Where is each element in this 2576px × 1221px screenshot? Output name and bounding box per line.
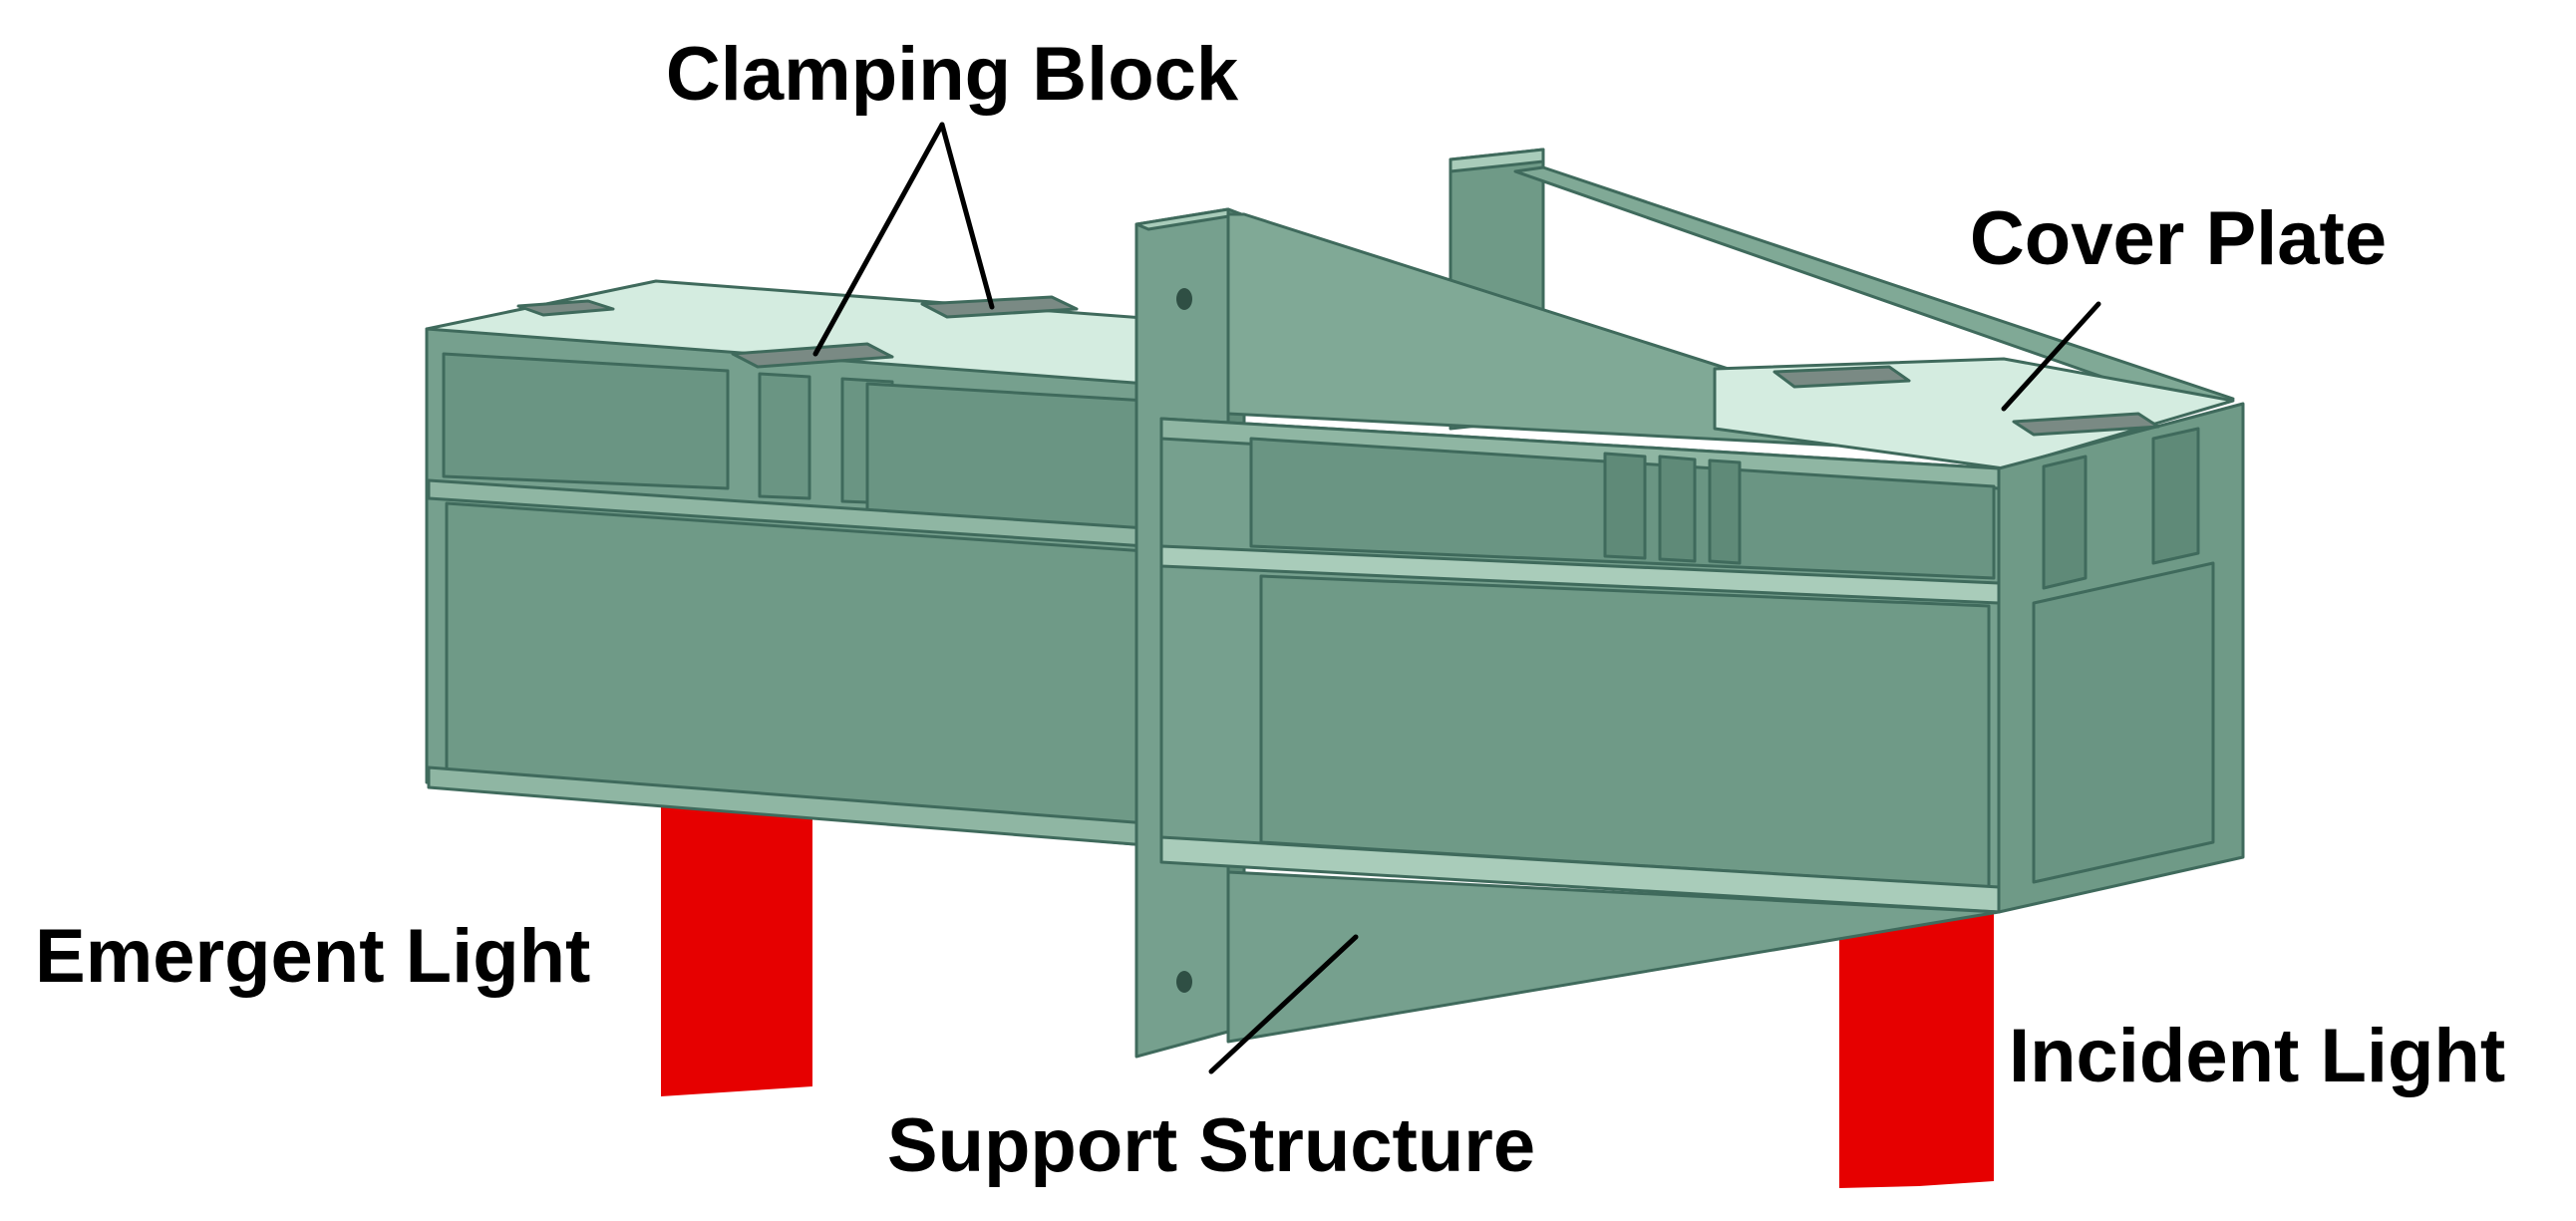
- emergent-light-beam: [661, 797, 812, 1096]
- cover-plate: [1713, 357, 2235, 470]
- incident-light-beam: [1839, 902, 1994, 1188]
- support-structure: [1226, 870, 2001, 1044]
- clamping-blocks: [516, 295, 2160, 437]
- label-clamping-block: Clamping Block: [666, 32, 1239, 117]
- cover-plate-leader: [2001, 301, 2101, 412]
- left-box: [425, 327, 1148, 847]
- clamping-block-leader-left: [812, 122, 945, 357]
- label-cover-plate: Cover Plate: [1970, 196, 2387, 281]
- label-support-structure: Support Structure: [887, 1103, 1535, 1188]
- support-structure-leader: [1208, 934, 1359, 1074]
- right-box: [1159, 417, 2001, 914]
- label-emergent-light: Emergent Light: [35, 914, 590, 999]
- label-incident-light: Incident Light: [2009, 1014, 2505, 1098]
- clamping-block-leader-right: [939, 122, 995, 310]
- right-box-side: [1997, 402, 2245, 914]
